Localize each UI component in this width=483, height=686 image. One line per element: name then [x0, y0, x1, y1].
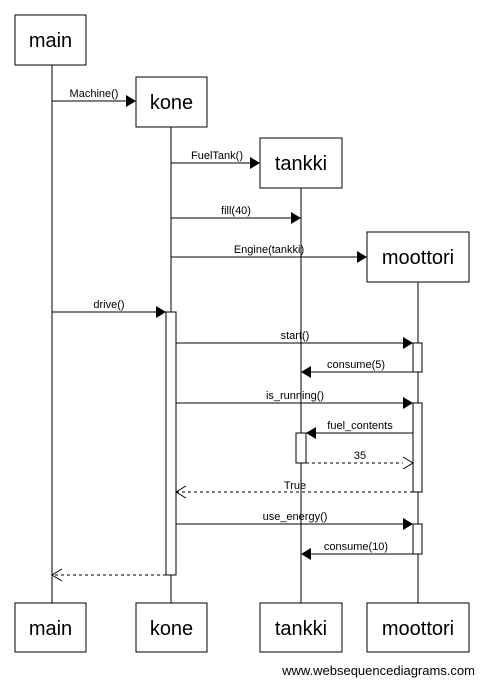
participant-label: main — [29, 618, 72, 640]
arrow-head-icon — [301, 548, 311, 560]
message-label: fill(40) — [221, 205, 251, 217]
arrow-head-icon — [357, 251, 367, 263]
participant-label: kone — [150, 92, 193, 114]
message-label: fuel_contents — [327, 420, 393, 432]
message-consume-10: consume(10) — [301, 541, 413, 560]
message-label: consume(5) — [327, 359, 385, 371]
moottori-activation-start — [412, 342, 423, 373]
arrow-head-icon — [403, 337, 413, 349]
message-use-energy: use_energy() — [176, 511, 413, 530]
message-fueltank: FuelTank() — [171, 150, 260, 169]
arrow-head-icon — [403, 397, 413, 409]
open-arrow-head-icon — [51, 568, 63, 582]
arrow-head-icon — [306, 427, 316, 439]
participant-label: kone — [150, 618, 193, 640]
message-label: is_running() — [266, 390, 324, 402]
message-machine: Machine() — [52, 88, 136, 107]
return-drive — [51, 568, 166, 582]
message-consume-5: consume(5) — [301, 359, 413, 378]
message-is-running: is_running() — [176, 390, 413, 409]
message-label: consume(10) — [324, 541, 388, 553]
message-start: start() — [176, 330, 413, 349]
open-arrow-head-icon — [175, 485, 187, 499]
message-engine: Engine(tankki) — [171, 244, 367, 263]
kone-activation — [165, 311, 177, 576]
message-drive: drive() — [52, 299, 166, 318]
participant-label: moottori — [382, 247, 454, 269]
participant-kone-bottom: kone — [135, 602, 208, 653]
arrow-head-icon — [291, 212, 301, 224]
participant-label: tankki — [275, 153, 327, 175]
participant-moottori-top: moottori — [366, 231, 470, 283]
arrow-head-icon — [403, 518, 413, 530]
participant-moottori-bottom: moottori — [366, 602, 470, 653]
arrow-head-icon — [250, 157, 260, 169]
participant-main-bottom: main — [14, 602, 87, 653]
message-label: True — [284, 480, 306, 492]
moottori-activation-is-running — [412, 402, 423, 493]
return-true: True — [175, 480, 413, 499]
participant-kone-top: kone — [135, 76, 208, 128]
credit-text: www.websequencediagrams.com — [281, 663, 475, 678]
message-label: drive() — [93, 299, 124, 311]
participant-main-top: main — [14, 14, 87, 66]
participant-label: moottori — [382, 618, 454, 640]
participant-tankki-top: tankki — [259, 137, 343, 189]
message-label: 35 — [354, 450, 366, 462]
participant-label: tankki — [275, 618, 327, 640]
message-label: Machine() — [70, 88, 119, 100]
open-arrow-head-icon — [402, 456, 414, 470]
message-label: FuelTank() — [191, 150, 243, 162]
message-fill: fill(40) — [171, 205, 301, 224]
arrow-head-icon — [301, 366, 311, 378]
message-label: start() — [281, 330, 310, 342]
moottori-activation-use-energy — [412, 523, 423, 555]
message-label: use_energy() — [263, 511, 328, 523]
arrow-head-icon — [156, 306, 166, 318]
arrow-head-icon — [126, 95, 136, 107]
message-fuel-contents: fuel_contents — [306, 420, 413, 439]
tankki-activation — [295, 432, 307, 464]
return-35: 35 — [306, 450, 414, 470]
participant-label: main — [29, 30, 72, 52]
participant-tankki-bottom: tankki — [259, 602, 343, 653]
message-label: Engine(tankki) — [234, 244, 304, 256]
